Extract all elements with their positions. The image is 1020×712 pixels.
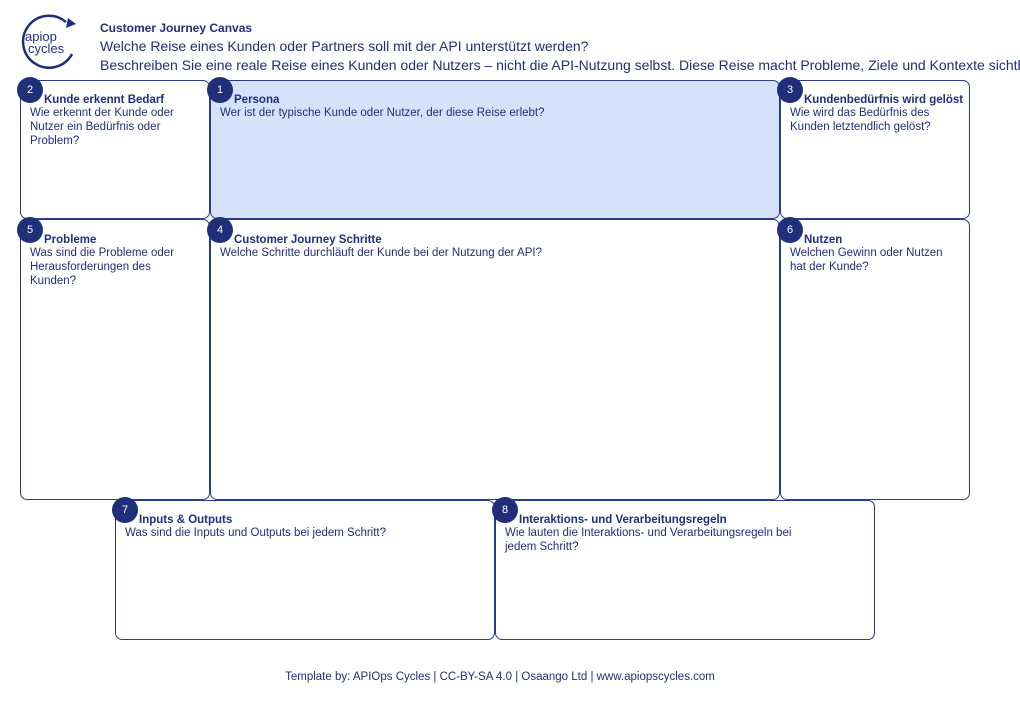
title-persona: Persona (234, 94, 280, 106)
title-problems: Probleme (44, 234, 97, 246)
question-benefits: Welchen Gewinn oder Nutzen hat der Kunde… (790, 247, 943, 273)
title-io: Inputs & Outputs (139, 514, 233, 526)
canvas-description: Beschreiben Sie eine reale Reise eines K… (100, 57, 1020, 73)
box-resolved[interactable] (780, 80, 970, 219)
question-need: Wie erkennt der Kunde oder Nutzer ein Be… (30, 107, 174, 147)
title-resolved: Kundenbedürfnis wird gelöst (804, 94, 964, 106)
question-steps: Welche Schritte durchläuft der Kunde bei… (220, 247, 542, 259)
question-persona: Wer ist der typische Kunde oder Nutzer, … (220, 107, 545, 119)
box-benefits[interactable] (780, 219, 970, 500)
badge-need: 2 (17, 77, 43, 103)
box-rules[interactable] (495, 500, 875, 640)
box-steps[interactable] (210, 219, 780, 500)
title-steps: Customer Journey Schritte (234, 234, 382, 246)
badge-io: 7 (112, 497, 138, 523)
question-resolved: Wie wird das Bedürfnis des Kunden letzte… (790, 107, 931, 133)
title-benefits: Nutzen (804, 234, 843, 246)
box-io[interactable] (115, 500, 495, 640)
title-need: Kunde erkennt Bedarf (44, 94, 165, 106)
canvas-question: Welche Reise eines Kunden oder Partners … (100, 38, 589, 54)
footer-credit: Template by: APIOps Cycles | CC-BY-SA 4.… (285, 671, 715, 683)
question-problems: Was sind die Probleme oder Herausforderu… (30, 247, 175, 287)
badge-steps: 4 (207, 217, 233, 243)
badge-problems: 5 (17, 217, 43, 243)
title-rules: Interaktions- und Verarbeitungsregeln (519, 514, 727, 526)
badge-resolved: 3 (777, 77, 803, 103)
box-persona[interactable] (210, 80, 780, 219)
canvas-title: Customer Journey Canvas (100, 21, 253, 35)
question-io: Was sind die Inputs und Outputs bei jede… (125, 527, 387, 539)
logo-line2: cycles (28, 41, 65, 56)
box-need[interactable] (20, 80, 210, 219)
box-problems[interactable] (20, 219, 210, 500)
badge-rules: 8 (492, 497, 518, 523)
logo-line1: apiop (25, 29, 57, 44)
badge-benefits: 6 (777, 217, 803, 243)
apiops-cycles-logo: apiop cycles (14, 10, 84, 70)
badge-persona: 1 (207, 77, 233, 103)
question-rules: Wie lauten die Interaktions- und Verarbe… (505, 527, 792, 553)
